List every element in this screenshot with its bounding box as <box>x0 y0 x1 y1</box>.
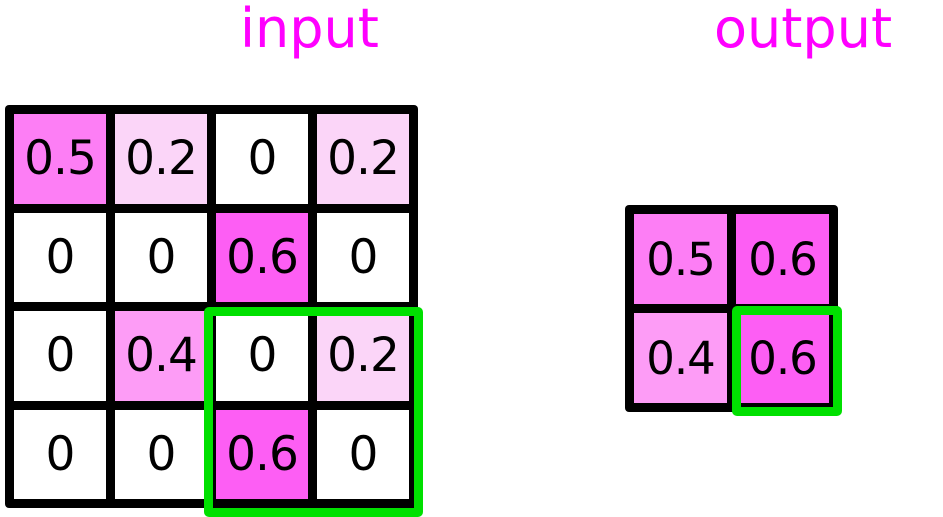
input-cell-value: 0 <box>45 328 76 384</box>
input-cell-r2c4: 0 <box>317 212 409 302</box>
input-cell-value: 0 <box>146 426 177 482</box>
input-cell-r2c1: 0 <box>14 212 106 302</box>
input-cell-r4c2: 0 <box>115 409 207 499</box>
input-matrix-grid: 0.5 0.2 0 0.2 0 0 0.6 0 0 0.4 0 0.2 0 0 … <box>5 105 418 508</box>
input-cell-value: 0.5 <box>24 131 97 187</box>
input-cell-r1c1: 0.5 <box>14 114 106 204</box>
input-cell-r3c3: 0 <box>216 311 308 401</box>
input-cell-value: 0.2 <box>327 131 400 187</box>
output-cell-value: 0.5 <box>646 232 716 286</box>
output-cell-value: 0.4 <box>646 331 716 385</box>
input-cell-value: 0.6 <box>226 426 299 482</box>
input-cell-r4c3: 0.6 <box>216 409 308 499</box>
input-cell-value: 0 <box>348 229 379 285</box>
input-cell-value: 0 <box>247 328 278 384</box>
input-cell-value: 0 <box>247 131 278 187</box>
output-cell-r1c2: 0.6 <box>736 214 829 304</box>
input-cell-r1c3: 0 <box>216 114 308 204</box>
output-cell-value: 0.6 <box>748 331 818 385</box>
output-cell-r2c1: 0.4 <box>634 313 727 403</box>
output-cell-r1c1: 0.5 <box>634 214 727 304</box>
input-cell-r2c2: 0 <box>115 212 207 302</box>
input-cell-value: 0.2 <box>327 328 400 384</box>
input-cell-value: 0 <box>45 229 76 285</box>
input-panel-label: input <box>240 0 379 60</box>
input-cell-value: 0 <box>45 426 76 482</box>
output-panel-label: output <box>714 0 893 60</box>
input-cell-r1c4: 0.2 <box>317 114 409 204</box>
input-cell-r2c3: 0.6 <box>216 212 308 302</box>
input-cell-r4c1: 0 <box>14 409 106 499</box>
output-cell-value: 0.6 <box>748 232 818 286</box>
output-cell-r2c2: 0.6 <box>736 313 829 403</box>
output-matrix-grid: 0.5 0.6 0.4 0.6 <box>625 205 838 412</box>
input-cell-value: 0.2 <box>125 131 198 187</box>
input-cell-value: 0.4 <box>125 328 198 384</box>
input-cell-r3c1: 0 <box>14 311 106 401</box>
input-cell-r3c2: 0.4 <box>115 311 207 401</box>
input-cell-r1c2: 0.2 <box>115 114 207 204</box>
input-cell-value: 0.6 <box>226 229 299 285</box>
input-cell-r3c4: 0.2 <box>317 311 409 401</box>
input-cell-value: 0 <box>146 229 177 285</box>
input-cell-r4c4: 0 <box>317 409 409 499</box>
input-cell-value: 0 <box>348 426 379 482</box>
